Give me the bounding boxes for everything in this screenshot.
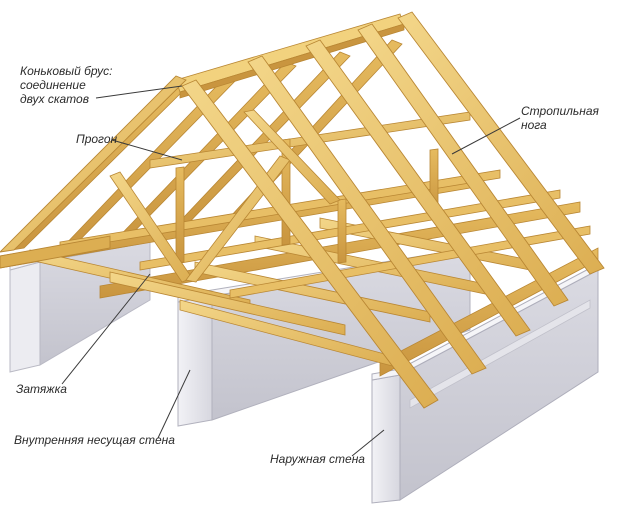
leader-lines: [61, 85, 521, 457]
label-purlin: Прогон: [76, 132, 118, 146]
label-inner-wall: Внутренняя несущая стена: [14, 433, 175, 447]
label-tie-beam: Затяжка: [16, 382, 67, 396]
leader-outer-wall: [351, 429, 385, 457]
leader-rafter: [451, 117, 521, 155]
leader-inner-wall: [157, 369, 191, 439]
leader-ridge: [95, 85, 183, 99]
label-rafter: Стропильная нога: [521, 104, 599, 132]
outer-wall: [371, 263, 599, 504]
front-slope-rafters: [181, 11, 605, 409]
label-outer-wall: Наружная стена: [270, 452, 365, 466]
gable-rafter: [0, 75, 187, 269]
label-ridge-beam: Коньковый брус: соединение двух скатов: [20, 64, 113, 106]
leader-purlin: [111, 139, 183, 161]
leader-tie: [61, 273, 151, 385]
